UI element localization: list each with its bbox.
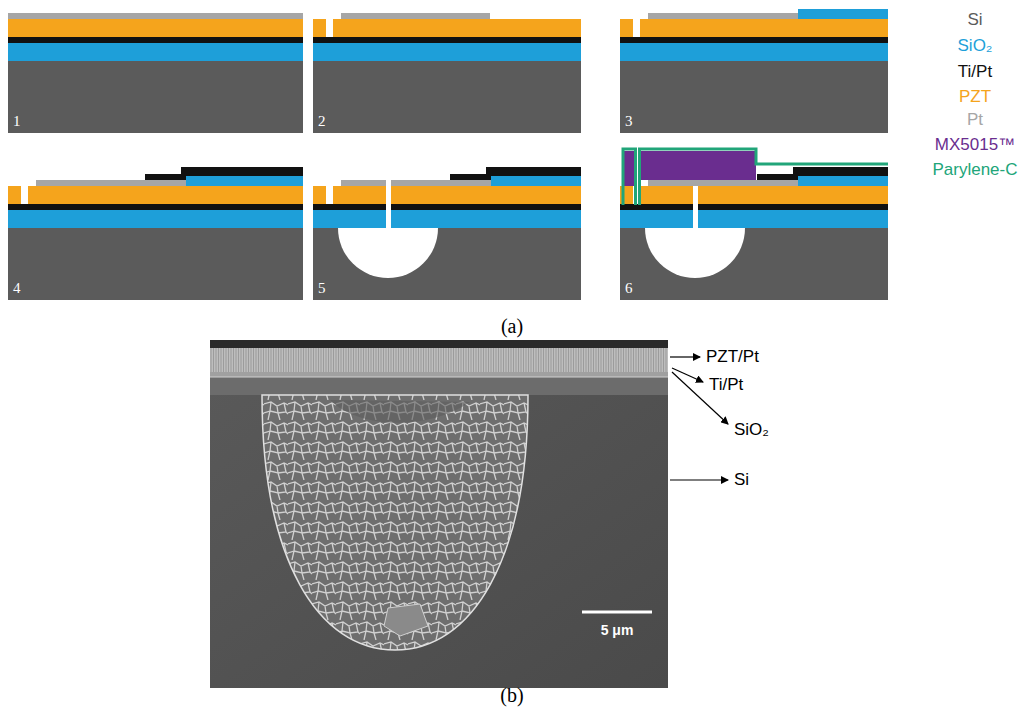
panel-label: (b) — [500, 684, 523, 707]
step-number: 1 — [13, 113, 21, 130]
layer-label: SiO₂ — [734, 420, 769, 440]
layer-label: PZT/Pt — [706, 347, 759, 367]
legend-entry: Parylene-C — [932, 160, 1017, 180]
legend-entry: SiO₂ — [958, 36, 993, 56]
layer-label: Si — [734, 470, 749, 490]
legend-entry: Pt — [967, 110, 983, 130]
legend-text: Parylene-C — [932, 160, 1017, 179]
step-number: 3 — [625, 113, 633, 130]
step-panel — [620, 9, 888, 133]
legend-entry: Si — [967, 10, 982, 30]
legend-text: Ti/Pt — [958, 62, 992, 81]
legend-entry: PZT — [959, 87, 991, 107]
step-panel — [8, 13, 303, 133]
legend-entry: MX5015™ — [935, 135, 1015, 155]
step-number: 2 — [318, 113, 326, 130]
legend-text: PZT — [959, 87, 991, 106]
step-number: 6 — [625, 280, 633, 297]
step-number: 4 — [13, 280, 21, 297]
legend-text: SiO₂ — [958, 36, 993, 55]
scale-bar-label: 5 μm — [601, 622, 634, 638]
step-panel — [620, 149, 888, 300]
legend-text: MX5015™ — [935, 135, 1015, 154]
step-panel — [313, 167, 581, 300]
legend-text: Si — [967, 10, 982, 29]
sem-micrograph — [210, 340, 668, 688]
step-number: 5 — [318, 280, 326, 297]
layer-label: Ti/Pt — [709, 375, 743, 395]
legend-text: Pt — [967, 110, 983, 129]
step-panel — [8, 167, 303, 300]
panel-label: (a) — [501, 315, 523, 338]
legend-entry: Ti/Pt — [958, 62, 992, 82]
step-panel — [313, 13, 581, 133]
